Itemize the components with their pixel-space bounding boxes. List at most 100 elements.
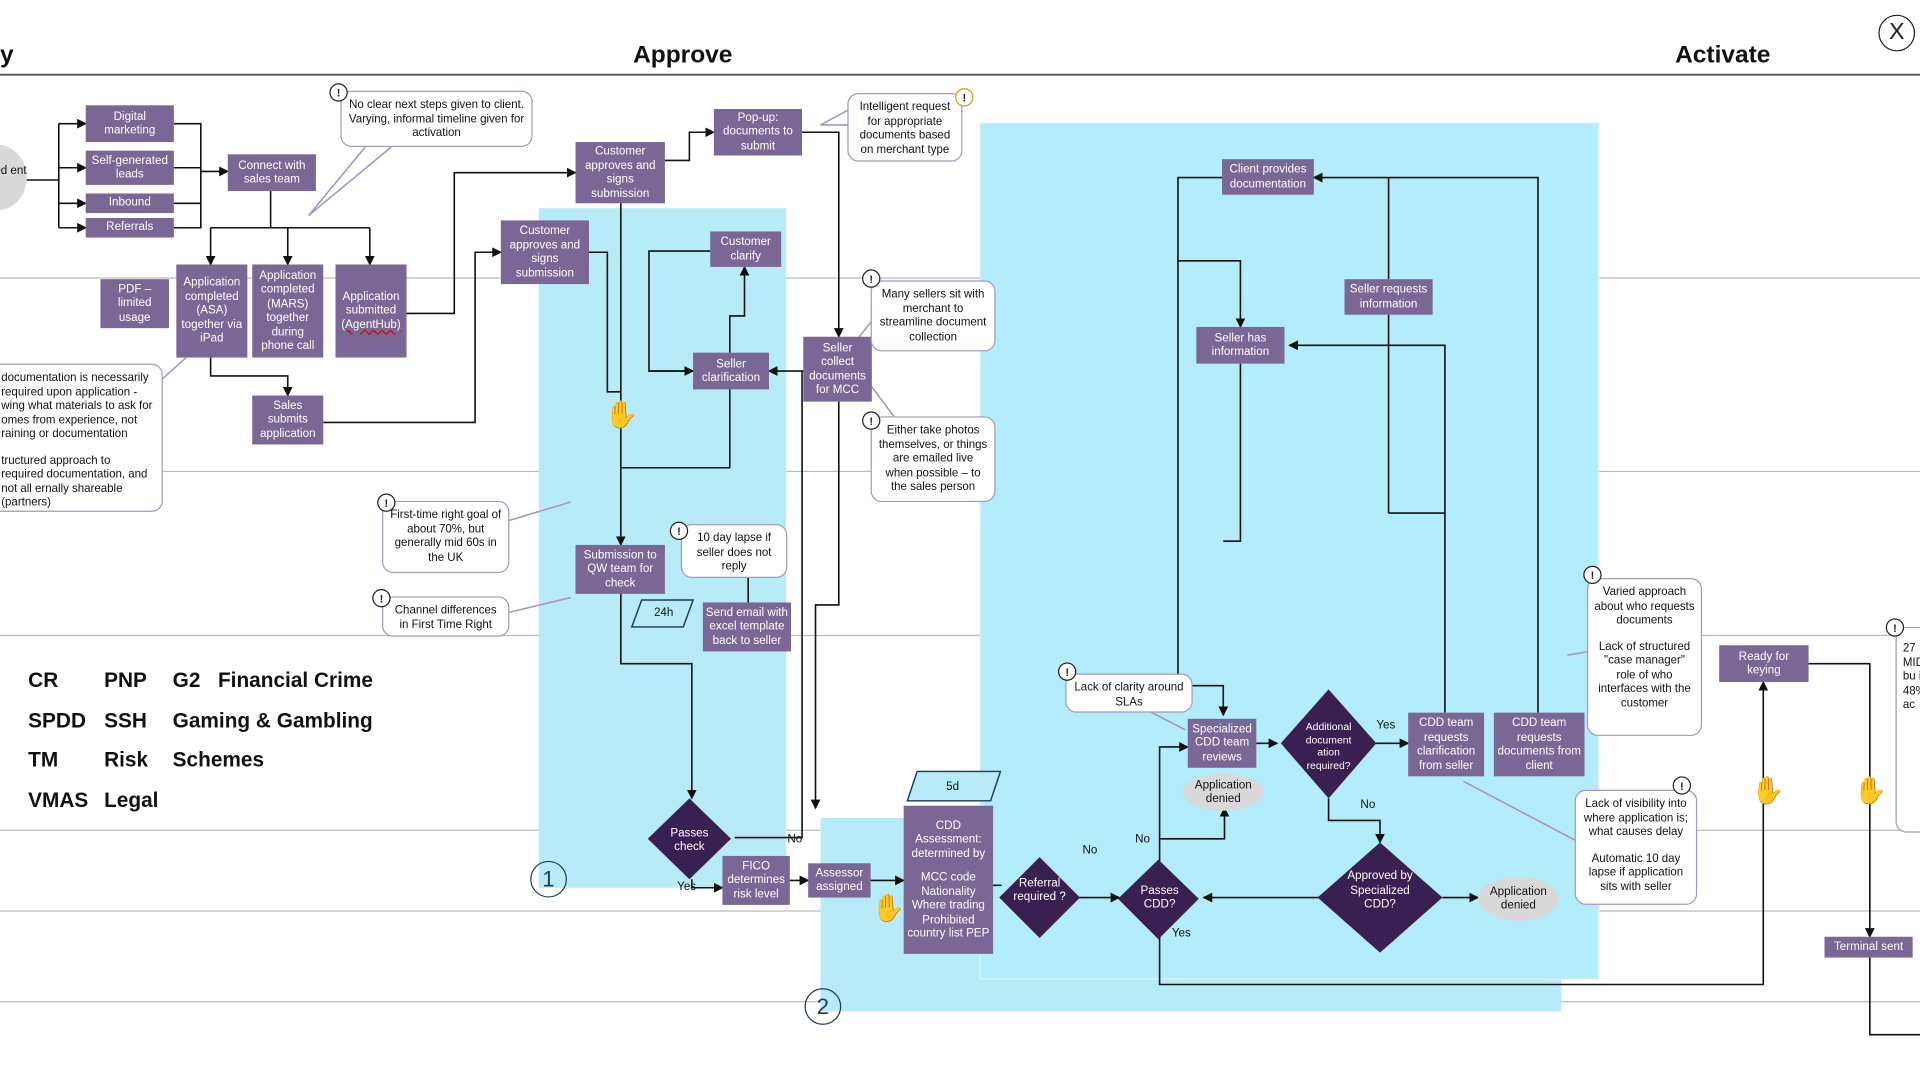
callout-either-take-photos: Either take photos themselves, or things… xyxy=(870,416,996,503)
legend-item-financial-crime: Financial Crime xyxy=(217,668,373,692)
node-pdf-limited: PDF – limited usage xyxy=(100,279,169,329)
callout-lack-visibility-p2: Automatic 10 day lapse if application si… xyxy=(1588,850,1684,893)
callout-documentation-left-p1: documentation is necessarily required up… xyxy=(1,369,153,440)
callout-documentation-left: documentation is necessarily required up… xyxy=(0,363,163,512)
callout-varied-approach-p1: Varied approach about who requests docum… xyxy=(1594,584,1695,626)
callout-documentation-left-p2: tructured approach to required documenta… xyxy=(1,452,148,509)
legend-item-legal: Legal xyxy=(104,788,159,812)
close-button[interactable]: X xyxy=(1878,14,1916,52)
node-connect-sales-team: Connect with sales team xyxy=(227,154,316,192)
node-cdd-requests-seller: CDD team requests clarification from sel… xyxy=(1408,712,1485,777)
decision-diamonds xyxy=(647,689,1443,953)
edge-yes-cdd: Yes xyxy=(1171,926,1191,941)
node-customer-approves-top: Customer approves and signs submission xyxy=(575,142,665,204)
legend-item-gaming-gambling: Gaming & Gambling xyxy=(172,708,373,733)
legend-item-pnp: PNP xyxy=(104,668,147,692)
node-cdd-assessment: CDD Assessment: determined by MCC code N… xyxy=(903,805,994,954)
callout-first-time-right: First-time right goal of about 70%, but … xyxy=(382,500,510,574)
node-application-asa: Application completed (ASA) together via… xyxy=(176,264,248,358)
legend-item-spdd: SPDD xyxy=(28,708,87,733)
node-ready-for-keying: Ready for keying xyxy=(1719,645,1809,683)
raised-hand-icon-terminal: ✋ xyxy=(1853,775,1888,806)
callout-ten-day-lapse: 10 day lapse if seller does not reply xyxy=(680,524,788,578)
callout-channel-differences: Channel differences in First Time Right xyxy=(382,596,510,637)
callout-lack-visibility-p1: Lack of visibility into where applicatio… xyxy=(1583,795,1688,838)
decision-additional-docs: Additional document ation required? xyxy=(1305,720,1352,771)
legend-item-cr: CR xyxy=(28,668,59,692)
legend-item-vmas: VMAS xyxy=(28,788,89,812)
lightbulb-icon: ! xyxy=(955,88,974,107)
callout-lack-clarity-slas: Lack of clarity around SLAs xyxy=(1065,673,1193,713)
phase-left-fragment: y xyxy=(0,41,14,69)
edge-no-passes: No xyxy=(787,832,803,847)
legend-item-g2: G2 xyxy=(172,668,201,692)
info-icon-many-sellers: ! xyxy=(862,269,881,288)
node-seller-collect-documents: Seller collect documents for MCC xyxy=(803,336,872,402)
callout-intelligent-request: Intelligent request for appropriate docu… xyxy=(847,93,963,162)
node-customer-approves-mid: Customer approves and signs submission xyxy=(500,220,589,285)
decision-passes-cdd: Passes CDD? xyxy=(1140,884,1179,912)
legend-item-schemes: Schemes xyxy=(172,748,265,772)
node-application-agenthub: Application submitted (AgentHub) xyxy=(335,264,407,358)
region-2-cdd xyxy=(979,122,1600,980)
node-assessor-assigned: Assessor assigned xyxy=(808,863,871,898)
info-icon-channel-differences: ! xyxy=(372,588,391,608)
node-cdd-assessment-list: MCC code Nationality Where trading Prohi… xyxy=(907,870,990,941)
node-submission-qw: Submission to QW team for check xyxy=(575,544,665,594)
edge-no-additional: No xyxy=(1360,798,1376,812)
node-specialized-reviews: Specialized CDD team reviews xyxy=(1187,718,1257,768)
legend-item-tm: TM xyxy=(28,748,59,772)
info-icon-varied-approach: ! xyxy=(1583,565,1602,585)
node-inbound: Inbound xyxy=(85,193,174,214)
node-application-agenthub-name: (AgentHub) xyxy=(341,318,401,332)
region-number-2: 2 xyxy=(804,988,842,1025)
callout-many-sellers: Many sellers sit with merchant to stream… xyxy=(870,280,996,352)
parallelogram-5d: 5d xyxy=(946,780,960,794)
node-seller-requests-information: Seller requests information xyxy=(1344,279,1433,315)
ellipse-application-denied-top: Application denied xyxy=(1182,773,1264,811)
ellipse-application-denied-right: Application denied xyxy=(1477,876,1559,921)
node-sales-submits: Sales submits application xyxy=(252,395,324,445)
info-icon-ten-day-lapse: ! xyxy=(669,521,689,541)
info-icon-no-clear-steps: ! xyxy=(329,83,348,102)
node-application-mars: Application completed (MARS) together du… xyxy=(252,264,324,358)
info-icon-lack-clarity-slas: ! xyxy=(1057,662,1077,681)
legend-item-risk: Risk xyxy=(104,748,149,772)
raised-hand-icon-region-1: ✋ xyxy=(604,399,639,430)
callout-varied-approach-p2: Lack of structured "case manager" role o… xyxy=(1598,638,1691,709)
node-send-email: Send email with excel template back to s… xyxy=(702,602,792,652)
callout-no-clear-steps: No clear next steps given to client. Var… xyxy=(340,90,533,147)
edge-no-referral: No xyxy=(1082,843,1098,858)
decision-passes-check: Passes check xyxy=(670,826,709,854)
node-customer-clarify: Customer clarify xyxy=(710,231,782,267)
legend-item-ssh: SSH xyxy=(104,708,147,733)
node-application-agenthub-text: Application submitted xyxy=(342,289,400,318)
info-icon-right-edge: ! xyxy=(1885,618,1905,637)
phase-approve: Approve xyxy=(633,41,733,69)
phase-activate: Activate xyxy=(1675,41,1771,69)
node-cdd-requests-client: CDD team requests documents from client xyxy=(1493,712,1585,777)
node-terminal-sent: Terminal sent xyxy=(1824,936,1913,958)
callout-right-edge-fragment: 27 MID bu in 48% ac xyxy=(1895,626,1920,833)
info-icon-first-time-right: ! xyxy=(377,493,396,512)
node-client-provides: Client provides documentation xyxy=(1222,159,1314,195)
region-number-1: 1 xyxy=(530,860,567,898)
callout-varied-approach: Varied approach about who requests docum… xyxy=(1586,577,1703,736)
edge-no-cdd: No xyxy=(1135,832,1150,847)
parallelogram-24h: 24h xyxy=(653,606,674,620)
node-fico: FICO determines risk level xyxy=(722,855,790,905)
edge-yes-passes: Yes xyxy=(677,880,697,894)
edge-yes-additional: Yes xyxy=(1376,718,1396,733)
info-icon-lack-visibility: ! xyxy=(1672,776,1692,795)
decision-approved-specialized: Approved by Specialized CDD? xyxy=(1347,869,1413,912)
raised-hand-icon-keying: ✋ xyxy=(1751,775,1785,806)
decision-referral-required: Referral required ? xyxy=(1013,876,1066,904)
node-seller-has-information: Seller has information xyxy=(1196,326,1285,364)
node-self-generated-leads: Self-generated leads xyxy=(85,150,174,185)
node-popup-documents: Pop-up: documents to submit xyxy=(713,108,803,156)
node-digital-marketing: Digital marketing xyxy=(85,105,174,143)
info-icon-either-take-photos: ! xyxy=(862,411,881,430)
